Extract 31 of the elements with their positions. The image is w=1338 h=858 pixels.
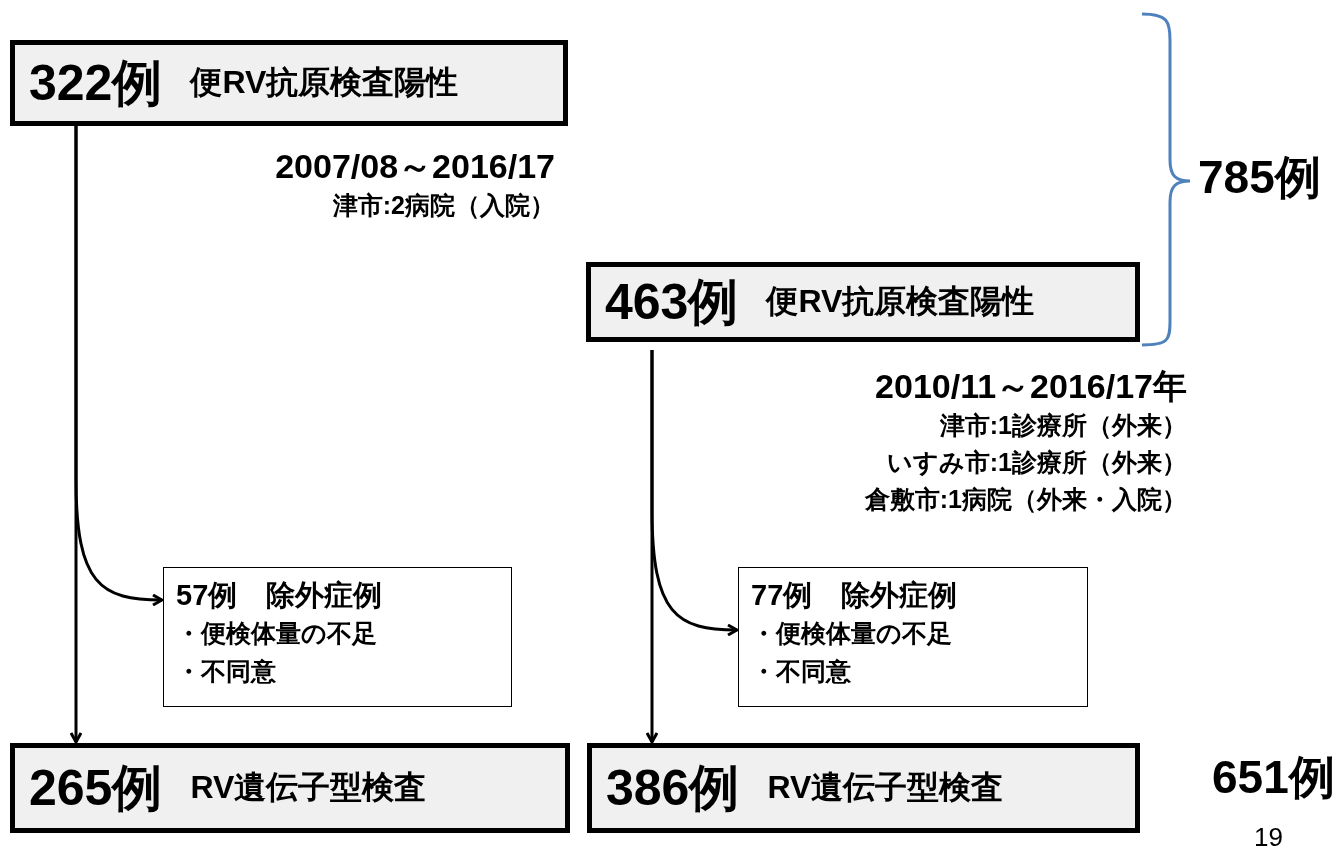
total-count: 651例 [1212,752,1335,802]
process-box [587,743,1140,833]
bullet-item: ・不同意 [176,656,277,687]
bullet-item: ・便検体量の不足 [176,618,378,649]
box-title: RV遺伝子型検査 [190,768,427,807]
process-box [586,262,1140,342]
site-note: 津市:1診療所（外来） [939,410,1187,441]
total-count: 785例 [1198,152,1321,202]
page-number: 19 [1254,822,1283,852]
exclusion-box [738,567,1088,707]
site-note: 倉敷市:1病院（外来・入院） [864,484,1187,515]
date-range: 2010/11～2016/17年 [875,366,1187,407]
case-count: 386例 [606,758,740,818]
box-title: RV遺伝子型検査 [767,768,1004,807]
bullet-item: ・便検体量の不足 [751,618,953,649]
case-count: 463例 [605,272,739,332]
arrow [650,350,739,637]
date-range: 2007/08～2016/17 [275,146,555,187]
case-count: 265例 [29,758,163,818]
site-note: いすみ市:1診療所（外来） [886,447,1187,478]
process-box [10,40,568,126]
case-count: 322例 [29,53,163,113]
site-note: 津市:2病院（入院） [332,190,555,221]
box-title: 77例 除外症例 [751,578,959,613]
box-title: 便RV抗原検査陽性 [190,63,459,102]
box-title: 57例 除外症例 [176,578,384,613]
box-title: 便RV抗原検査陽性 [766,282,1035,321]
exclusion-box [163,567,512,707]
arrow [74,126,164,607]
process-box [10,743,570,833]
bullet-item: ・不同意 [751,656,852,687]
